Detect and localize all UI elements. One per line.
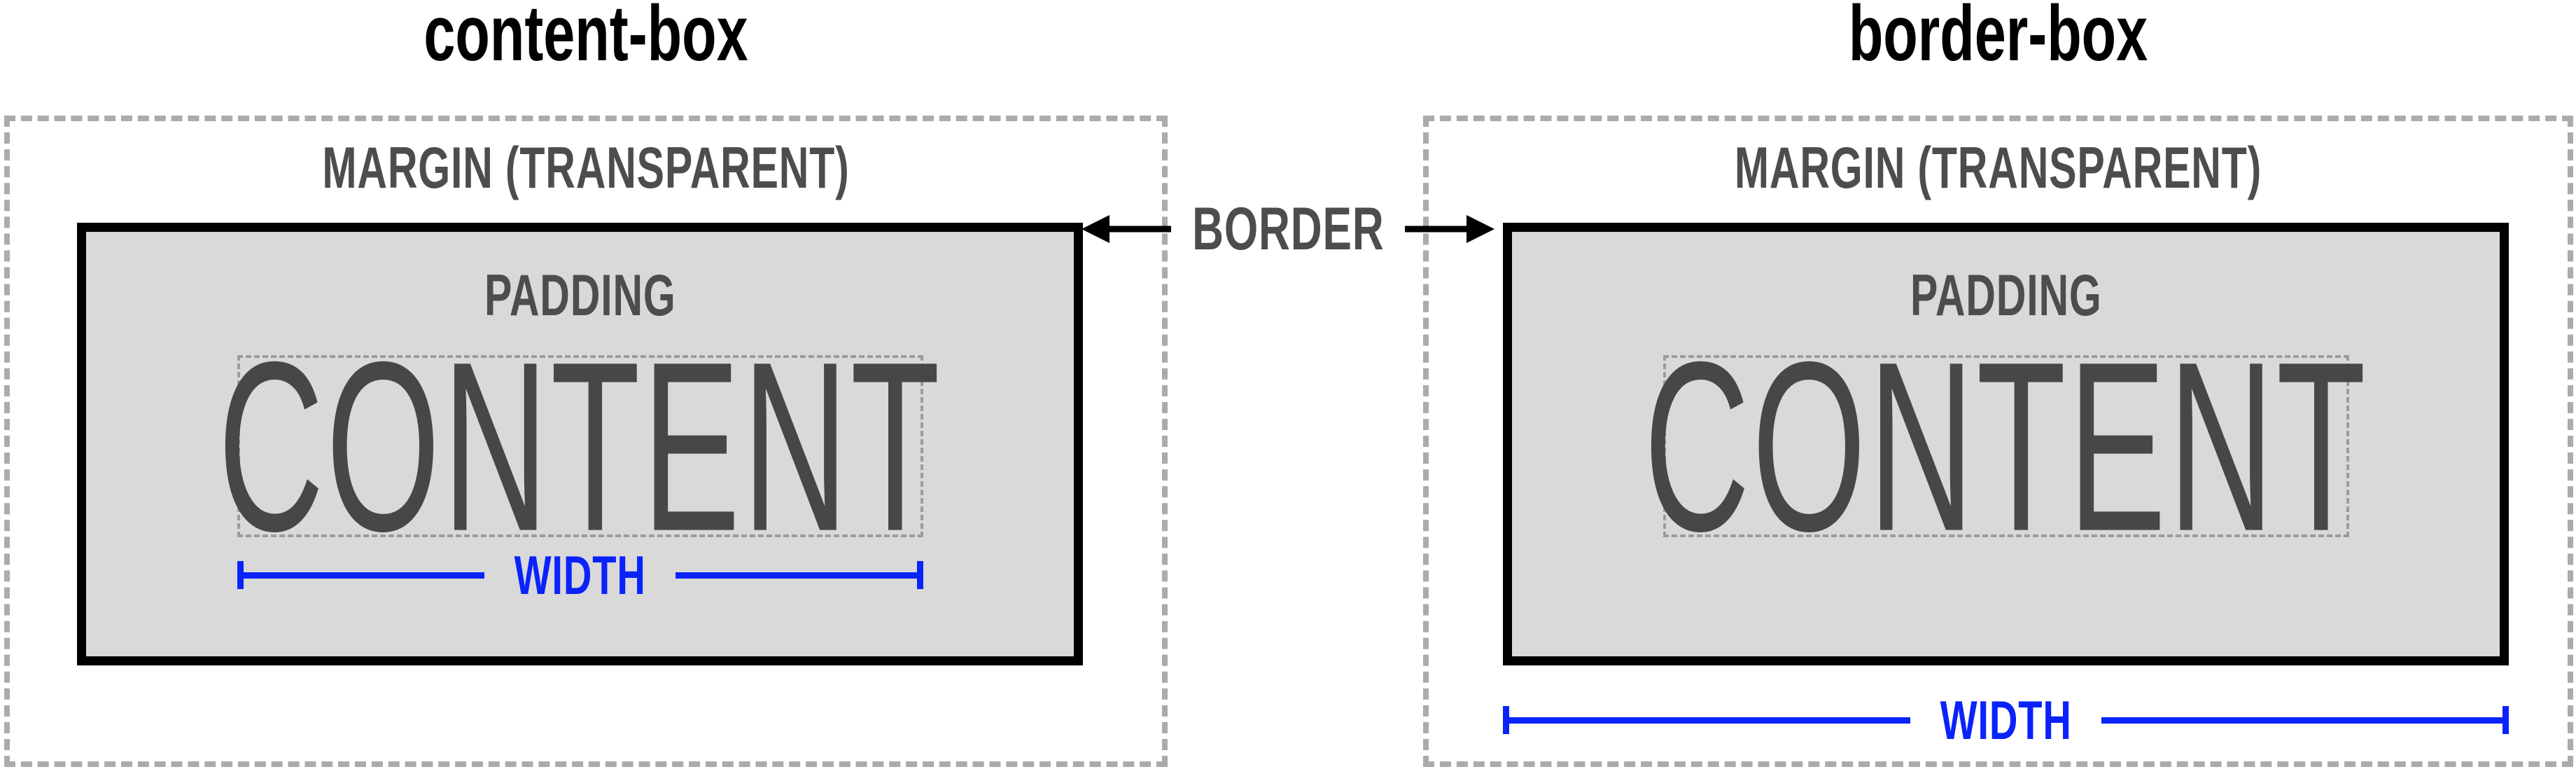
measure-tick-left <box>237 561 244 589</box>
measure-line <box>1509 717 1910 724</box>
arrow-left-icon <box>1081 215 1171 243</box>
padding-label: PADDING <box>1910 263 2102 329</box>
width-label: WIDTH <box>514 544 646 606</box>
content-label: CONTENT <box>1644 310 2368 582</box>
margin-label: MARGIN (TRANSPARENT) <box>1734 135 2262 201</box>
width-measure-content: WIDTH <box>237 548 923 602</box>
margin-label: MARGIN (TRANSPARENT) <box>322 135 850 201</box>
border-box-content-box: CONTENT <box>1644 325 2366 567</box>
content-box-content-box: CONTENT <box>218 325 940 567</box>
border-box-title: border-box <box>1848 0 2148 78</box>
content-box-title: content-box <box>424 0 748 78</box>
content-box-border-box: PADDING CONTENT WIDTH <box>77 223 1083 665</box>
measure-line <box>676 572 917 579</box>
measure-line <box>2101 717 2502 724</box>
border-box-margin-box: MARGIN (TRANSPARENT) PADDING CONTENT WID… <box>1423 116 2573 767</box>
measure-line <box>243 572 484 579</box>
border-label: BORDER <box>1191 195 1385 263</box>
width-measure-border: WIDTH <box>1503 693 2509 747</box>
width-label: WIDTH <box>1940 689 2072 751</box>
border-box-border-box: PADDING CONTENT <box>1503 223 2509 665</box>
padding-label: PADDING <box>484 263 676 329</box>
content-box-margin-box: MARGIN (TRANSPARENT) PADDING CONTENT WID… <box>4 116 1168 767</box>
arrow-right-icon <box>1405 215 1495 243</box>
measure-tick-right <box>916 561 923 589</box>
border-callout: BORDER <box>1054 199 1522 258</box>
content-label: CONTENT <box>218 310 942 582</box>
measure-tick-right <box>2502 706 2509 734</box>
measure-tick-left <box>1503 706 1509 734</box>
